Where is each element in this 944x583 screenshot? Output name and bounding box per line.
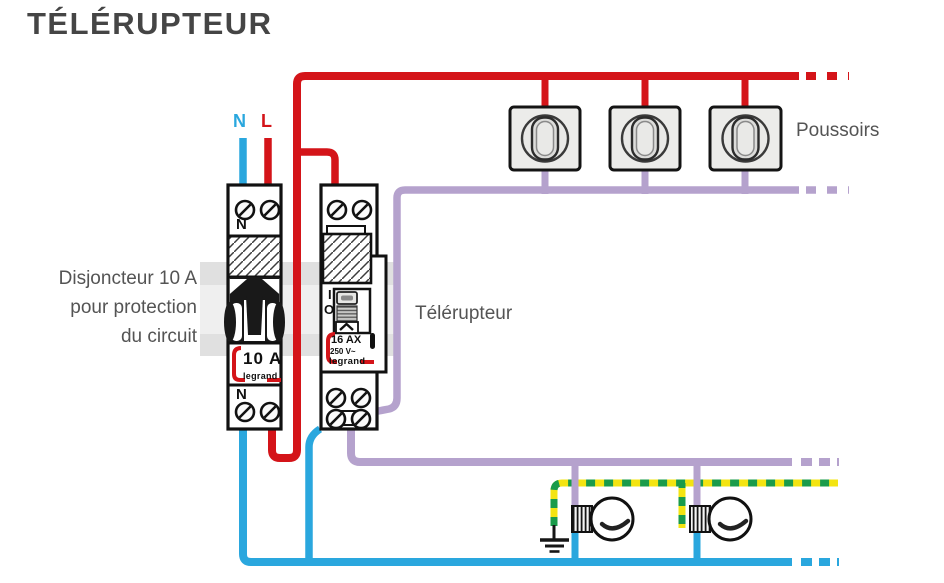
screw-icon [325, 408, 347, 430]
lamp-1 [571, 496, 635, 542]
lamp-filament [599, 518, 631, 531]
telerupteur-hatch-panel [321, 232, 373, 285]
breaker-red-bracket [232, 346, 245, 382]
page-title: TÉLÉRUPTEUR [27, 6, 273, 41]
earth-symbol [540, 525, 569, 553]
breaker-hatch-panel [226, 234, 283, 279]
telerupteur-on-label: I [328, 287, 332, 302]
lamp-feed-bus [347, 427, 792, 466]
live-branch-to-telerupteur [297, 148, 339, 190]
telerupteur-off-label: O [324, 302, 335, 317]
telerupteur-label: Télérupteur [415, 303, 513, 324]
lamp-base [571, 505, 593, 533]
telerupteur-red-bracket [326, 332, 337, 364]
breaker-annotation-line: pour protection [70, 297, 197, 318]
breaker-terminal-bottom-label: N [236, 386, 247, 403]
breaker-annotation-line: du circuit [120, 326, 197, 347]
pushbuttons-label: Poussoirs [796, 120, 880, 141]
breaker-annotation-line: Disjoncteur 10 A [58, 268, 197, 289]
lamp-drops [571, 462, 701, 510]
neutral-bus [239, 426, 792, 566]
breaker-brand-label: legrand [243, 371, 278, 381]
switched-wires [347, 165, 849, 510]
pushbutton-return-bus [372, 186, 799, 416]
telerupteur-module [319, 183, 388, 431]
screw-icon [325, 387, 347, 409]
exclamation-mark-icon [370, 333, 375, 349]
live-main-run [268, 72, 799, 462]
breaker-rating-label: 10 A [243, 349, 283, 368]
screw-icon [350, 387, 372, 409]
lamp-neutral-returns [571, 528, 701, 562]
telerupteur-brand-label: legrand [329, 356, 366, 367]
push-button-3 [708, 105, 783, 172]
neutral-supply-label: N [233, 111, 246, 131]
breaker-terminal-top-label: N [236, 216, 247, 233]
screw-icon [234, 401, 256, 423]
lamp-base [689, 505, 711, 533]
lamp-filament [717, 518, 749, 531]
screw-icon [259, 199, 281, 221]
telerupteur-neutral-tap [305, 425, 323, 562]
live-supply-label: L [261, 111, 272, 131]
breaker-toggle [224, 277, 285, 342]
screw-icon [326, 199, 348, 221]
telerupteur-voltage-label: 250 V~ [330, 347, 356, 356]
push-button-2 [608, 105, 682, 172]
screw-icon [259, 401, 281, 423]
chevron-up-icon [339, 322, 354, 331]
screw-icon [234, 199, 256, 221]
screw-icon [351, 199, 373, 221]
telerupteur-rating-label: 16 AX [331, 334, 362, 346]
lamp-bulb-icon [589, 496, 635, 542]
breaker-annotation: Disjoncteur 10 A pour protection du circ… [0, 264, 197, 351]
telerupteur-switch [332, 287, 372, 335]
circuit-breaker-module [224, 183, 285, 431]
lamp-2 [689, 496, 753, 542]
screw-icon [350, 408, 372, 430]
neutral-wires [239, 138, 839, 566]
lamp-bulb-icon [707, 496, 753, 542]
breaker-handle [246, 296, 263, 335]
push-button-1 [508, 105, 582, 172]
earth-wire [550, 479, 838, 528]
